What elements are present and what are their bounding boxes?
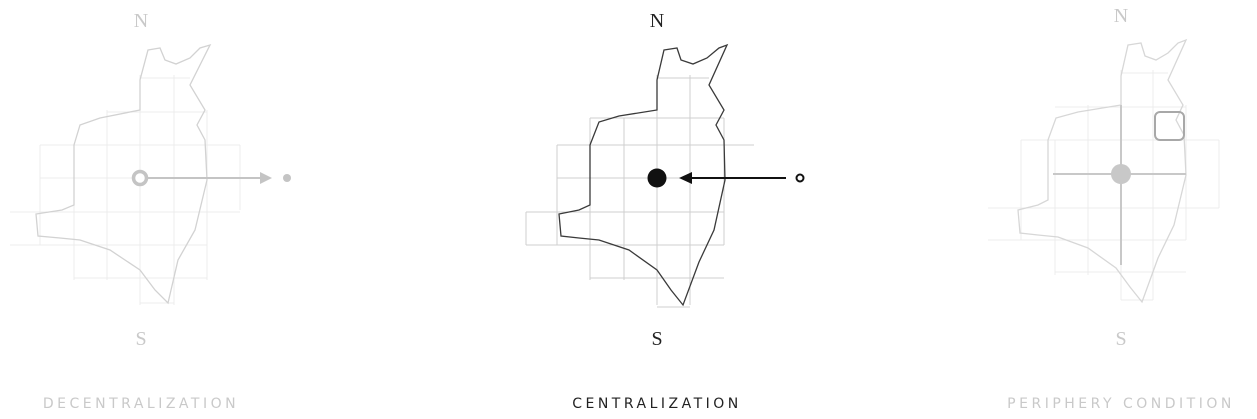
compass-north: N bbox=[133, 10, 149, 32]
outer-node bbox=[283, 174, 291, 182]
city-boundary bbox=[1017, 38, 1188, 304]
outer-ring bbox=[795, 173, 805, 183]
compass-south: S bbox=[135, 328, 147, 350]
panel-periphery: N S PERIPHERY CONDITION bbox=[838, 0, 1257, 419]
caption-periphery-condition: PERIPHERY CONDITION bbox=[1007, 396, 1235, 412]
arrow-head-icon bbox=[679, 172, 692, 184]
periphery-diagram bbox=[988, 38, 1220, 304]
caption-decentralization: DECENTRALIZATION bbox=[42, 396, 240, 412]
panel-decentralization: N S DECENTRALIZATION bbox=[0, 0, 419, 419]
centralization-diagram bbox=[525, 43, 805, 308]
center-node bbox=[647, 168, 667, 188]
compass-south: S bbox=[1115, 328, 1127, 350]
grid-lines bbox=[525, 75, 754, 308]
city-boundary bbox=[558, 43, 729, 307]
periphery-square bbox=[1154, 111, 1185, 141]
caption-centralization: CENTRALIZATION bbox=[572, 396, 742, 412]
compass-north: N bbox=[1113, 5, 1129, 27]
compass-south: S bbox=[651, 328, 663, 350]
grid-lines bbox=[10, 75, 241, 305]
center-ring bbox=[131, 169, 149, 187]
compass-north: N bbox=[649, 10, 665, 32]
arrow-head-icon bbox=[260, 172, 272, 184]
panel-centralization: N S CENTRALIZATION bbox=[419, 0, 838, 419]
decentralization-diagram bbox=[10, 43, 291, 305]
center-node bbox=[1111, 164, 1131, 184]
grid-lines bbox=[988, 70, 1220, 301]
city-boundary bbox=[35, 43, 212, 305]
